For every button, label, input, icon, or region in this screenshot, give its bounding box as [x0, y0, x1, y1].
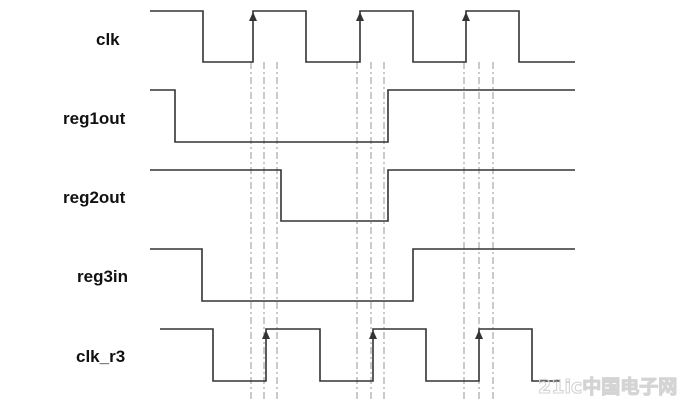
rising-edge-arrow [249, 12, 257, 21]
timing-guides [250, 62, 494, 401]
label-clk: clk [96, 30, 120, 49]
label-clk_r3: clk_r3 [76, 347, 125, 366]
label-reg3in: reg3in [77, 267, 128, 286]
waveform-reg3in [150, 248, 575, 302]
rising-edge-arrow [475, 330, 483, 339]
waveform-reg1out [150, 89, 575, 143]
waveform-clk [150, 10, 575, 63]
waveform-reg2out [150, 169, 575, 222]
label-reg1out: reg1out [63, 109, 126, 128]
watermark-text: 21ic中国电子网 [538, 375, 677, 398]
rising-edge-arrow [462, 12, 470, 21]
rising-edge-arrow [262, 330, 270, 339]
waveform-clk_r3 [160, 328, 560, 382]
rising-edge-arrow [356, 12, 364, 21]
label-reg2out: reg2out [63, 188, 126, 207]
rising-edge-arrow [369, 330, 377, 339]
